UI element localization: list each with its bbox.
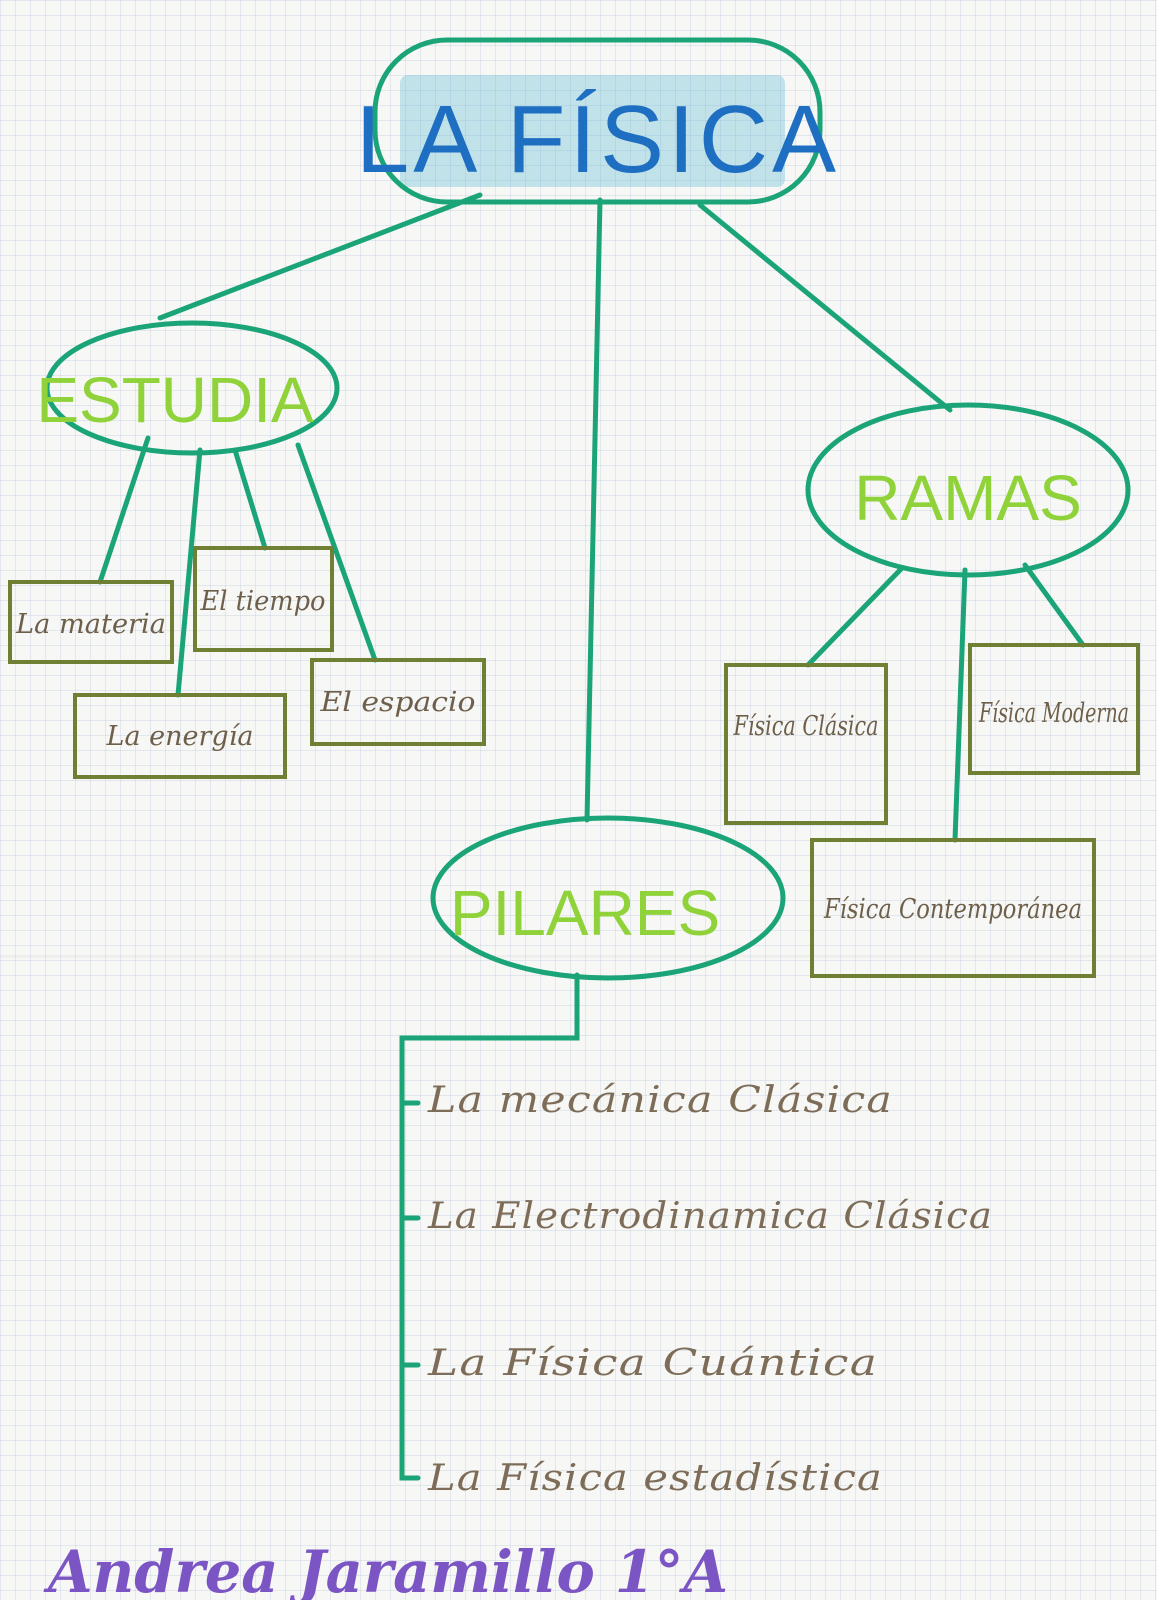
rama-fisica-moderna: Física Moderna: [978, 698, 1129, 729]
ramas-items: Física Clásica Física Moderna Física Con…: [724, 643, 1140, 978]
pilar-item-2: La Electrodinamica Clásica: [427, 1196, 993, 1237]
edge-title-pilares: [584, 197, 603, 823]
pilares-ellipse: [430, 815, 786, 981]
pilares-node: PILARES: [430, 815, 786, 981]
edge-pilares-bracket: [399, 972, 580, 1481]
edge-estudia-materia: [97, 435, 151, 585]
estudia-item-energia: La energía: [106, 721, 254, 752]
estudia-ellipse: [44, 320, 340, 456]
rama-fisica-contemporanea: Física Contemporánea: [823, 894, 1082, 925]
box-energia: [73, 693, 287, 779]
box-fisica-moderna: [968, 643, 1140, 775]
connectors: [97, 192, 1086, 1481]
rama-fisica-clasica-text: Física Clásica: [733, 711, 879, 742]
ramas-ellipse: [805, 402, 1131, 578]
edge-estudia-espacio: [295, 442, 378, 663]
pilares-items: La mecánica Clásica La Electrodinamica C…: [427, 1080, 993, 1499]
ramas-node: RAMAS: [805, 402, 1131, 578]
edge-ramas-contemporanea: [952, 567, 968, 843]
edge-ramas-clasica: [805, 565, 905, 668]
author-signature: Andrea Jaramillo 1°A: [43, 1538, 728, 1600]
estudia-item-tiempo: El tiempo: [200, 586, 326, 617]
title-highlight: [400, 75, 785, 187]
edge-title-ramas: [697, 202, 953, 413]
title-frame: [372, 37, 823, 205]
edge-ramas-moderna: [1022, 562, 1086, 648]
ramas-label: RAMAS: [854, 462, 1082, 534]
box-fisica-contemporanea: [810, 838, 1096, 978]
box-tiempo: [193, 546, 334, 652]
box-materia: [8, 580, 174, 664]
estudia-label: ESTUDIA: [36, 364, 314, 436]
title-text: LA FÍSICA: [356, 86, 840, 193]
pilar-item-1: La mecánica Clásica: [427, 1080, 893, 1121]
estudia-node: ESTUDIA: [36, 320, 340, 456]
pilares-label: PILARES: [450, 877, 720, 949]
title-node: LA FÍSICA: [356, 37, 840, 205]
edge-title-estudia: [157, 192, 483, 321]
box-fisica-clasica: [724, 663, 888, 825]
pilar-item-4: La Física estadística: [427, 1458, 883, 1499]
rama-fisica-clasica: Física Clásica: [733, 711, 879, 742]
estudia-item-materia: La materia: [15, 609, 166, 640]
paper-fold: [0, 955, 1157, 959]
edge-estudia-tiempo: [232, 447, 268, 551]
rama-fisica-contemporanea-text: Física Contemporánea: [823, 894, 1082, 925]
pilar-item-3: La Física Cuántica: [427, 1343, 878, 1384]
edge-estudia-energia: [175, 447, 203, 698]
rama-fisica-moderna-text: Física Moderna: [978, 698, 1129, 729]
estudia-items: La materia El tiempo La energía El espac…: [8, 546, 486, 779]
box-espacio: [310, 658, 486, 746]
estudia-item-espacio: El espacio: [319, 687, 475, 718]
